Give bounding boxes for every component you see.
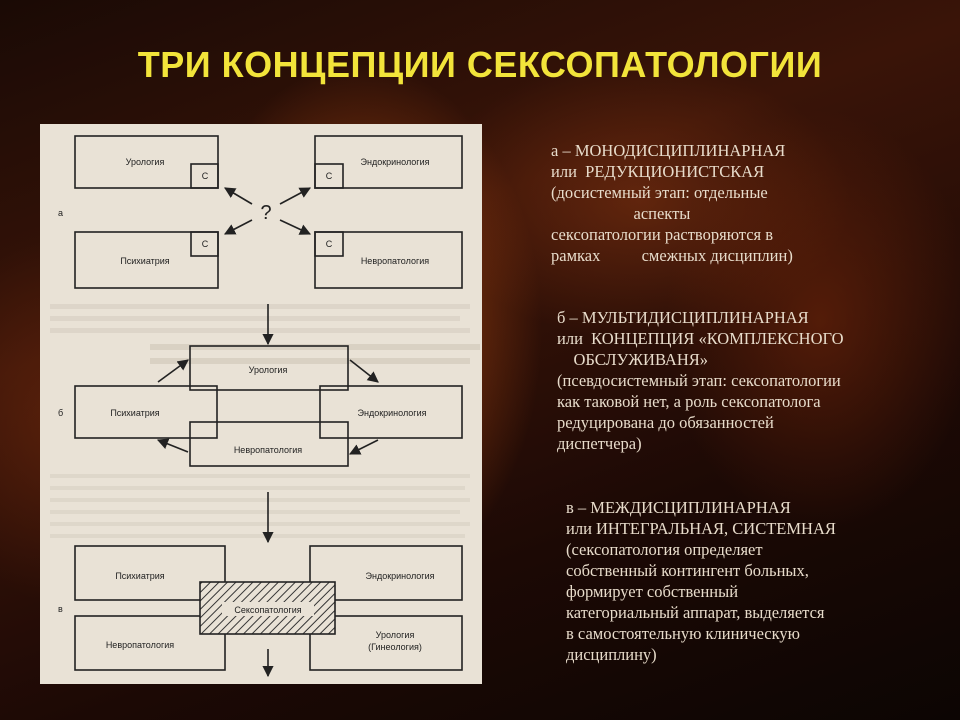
arrow-q-endocrinology xyxy=(279,187,311,205)
panel-b-label: б xyxy=(58,408,63,418)
gynecology-label-c: (Гинеология) xyxy=(368,642,422,652)
psychiatry-label-b: Психиатрия xyxy=(110,408,159,418)
arrow-b-endo-neuro xyxy=(348,439,379,455)
panel-c-label: в xyxy=(58,604,63,614)
psychiatry-box-a xyxy=(74,231,219,289)
concept-b-line: б – МУЛЬТИДИСЦИПЛИНАРНАЯ xyxy=(557,308,809,327)
endocrinology-label-a: Эндокринология xyxy=(361,157,430,167)
c-box-neuropathology-a xyxy=(314,231,344,257)
arrow-b-uro-endo xyxy=(349,359,379,383)
concept-c-line: собственный контингент больных, xyxy=(566,561,809,580)
concept-a-line: (досистемный этап: отдельные xyxy=(551,183,768,202)
c-mark-endocrinology-a: С xyxy=(326,171,333,181)
endocrinology-box-b xyxy=(319,385,463,439)
concept-a-line: а – МОНОДИСЦИПЛИНАРНАЯ xyxy=(551,141,786,160)
neuropathology-label-b: Невропатология xyxy=(234,445,302,455)
concepts-diagram: Урология С Эндокринология С ? Психиатрия… xyxy=(50,135,480,678)
urology-label-c: Урология xyxy=(376,630,415,640)
neuropathology-label-a: Невропатология xyxy=(361,256,429,266)
urology-label-b: Урология xyxy=(249,365,288,375)
c-mark-neuropathology-a: С xyxy=(326,239,333,249)
c-box-urology-a xyxy=(190,163,219,189)
concept-a-line: или РЕДУКЦИОНИСТСКАЯ xyxy=(551,162,765,181)
panel-a-label: а xyxy=(58,208,63,218)
endocrinology-box-a xyxy=(314,135,463,189)
concept-b-text: б – МУЛЬТИДИСЦИПЛИНАРНАЯ или КОНЦЕПЦИЯ «… xyxy=(557,307,844,454)
neuropathology-box-b xyxy=(189,421,349,467)
c-box-psychiatry-a xyxy=(190,231,219,257)
concept-c-line: (сексопатология определяет xyxy=(566,540,763,559)
concepts-diagram-figure: Урология С Эндокринология С ? Психиатрия… xyxy=(40,124,482,684)
c-mark-psychiatry-a: С xyxy=(202,239,209,249)
psychiatry-label-c: Психиатрия xyxy=(115,571,164,581)
concept-a-line: сексопатологии растворяются в xyxy=(551,225,774,244)
psychiatry-box-c xyxy=(74,545,226,601)
arrow-b-psy-uro xyxy=(157,359,189,383)
concept-a-line: аспекты xyxy=(551,204,691,223)
c-box-endocrinology-a xyxy=(314,163,344,189)
neuropathology-label-c: Невропатология xyxy=(106,640,174,650)
slide-title: ТРИ КОНЦЕПЦИИ СЕКСОПАТОЛОГИИ xyxy=(137,44,823,85)
concept-a-line: рамках смежных дисциплин) xyxy=(551,246,793,265)
arrow-q-neuropathology xyxy=(279,219,312,235)
concept-c-line: или ИНТЕГРАЛЬНАЯ, СИСТЕМНАЯ xyxy=(566,519,836,538)
psychiatry-label-a: Психиатрия xyxy=(120,256,169,266)
sexopathology-label-c: Сексопатология xyxy=(234,605,301,615)
concept-c-line: в – МЕЖДИСЦИПЛИНАРНАЯ xyxy=(566,498,791,517)
neuropathology-box-c xyxy=(74,615,226,671)
concept-b-line: редуцирована до обязанностей xyxy=(557,413,774,432)
arrow-q-psychiatry xyxy=(224,219,253,235)
concept-c-line: формирует собственный xyxy=(566,582,739,601)
ghost-page-text xyxy=(50,304,480,538)
urology-box-a xyxy=(74,135,219,189)
neuropathology-box-a xyxy=(314,231,463,289)
concept-b-line: (псевдосистемный этап: сексопатологии xyxy=(557,371,841,390)
urology-gyn-box-c xyxy=(309,615,463,671)
concept-c-line: дисциплину) xyxy=(566,645,657,664)
concept-b-line: диспетчера) xyxy=(557,434,642,453)
arrow-b-neuro-psy xyxy=(156,438,189,453)
concept-c-line: в самостоятельную клиническую xyxy=(566,624,800,643)
urology-label-a: Урология xyxy=(126,157,165,167)
endocrinology-label-c: Эндокринология xyxy=(366,571,435,581)
endocrinology-label-b: Эндокринология xyxy=(358,408,427,418)
c-mark-urology-a: С xyxy=(202,171,209,181)
concept-b-line: как таковой нет, а роль сексопатолога xyxy=(557,392,821,411)
concept-b-line: или КОНЦЕПЦИЯ «КОМПЛЕКСНОГО xyxy=(557,329,844,348)
concept-c-text: в – МЕЖДИСЦИПЛИНАРНАЯ или ИНТЕГРАЛЬНАЯ, … xyxy=(566,497,836,665)
psychiatry-box-b xyxy=(74,385,218,439)
concept-a-text: а – МОНОДИСЦИПЛИНАРНАЯ или РЕДУКЦИОНИСТС… xyxy=(551,140,793,266)
arrow-q-urology xyxy=(224,187,253,205)
concept-c-line: категориальный аппарат, выделяется xyxy=(566,603,825,622)
concept-b-line: ОБСЛУЖИВАНЯ» xyxy=(557,350,709,369)
endocrinology-box-c xyxy=(309,545,463,601)
question-mark: ? xyxy=(260,202,271,224)
urology-box-b xyxy=(189,345,349,391)
